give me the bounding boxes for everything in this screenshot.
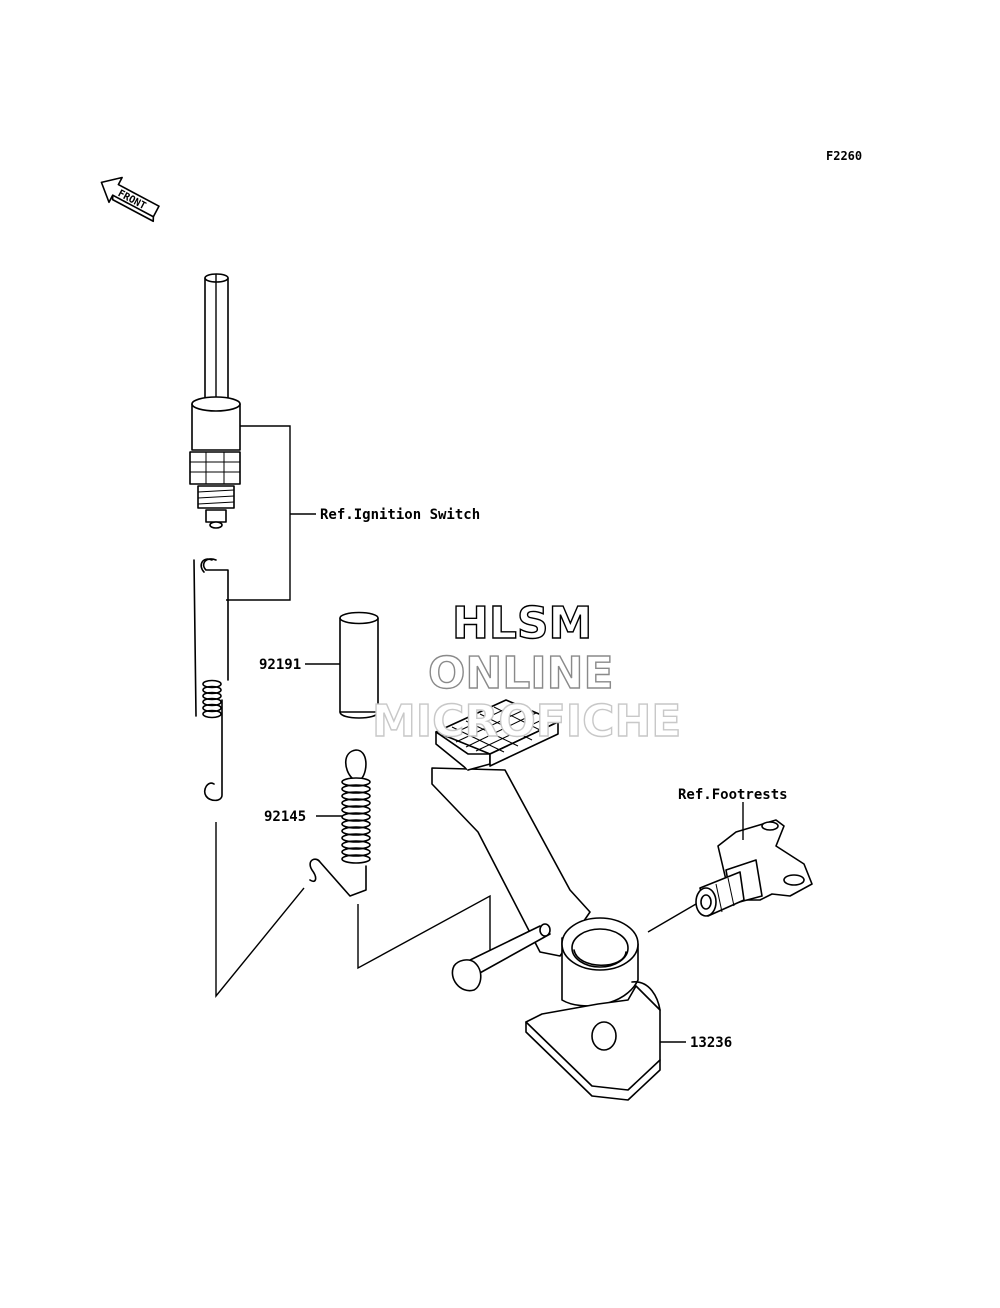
footrest-bracket <box>695 819 813 917</box>
watermark-line1: HLSM <box>452 598 592 649</box>
figure-code: F2260 <box>826 149 862 163</box>
pivot-pin <box>451 923 551 992</box>
return-spring-small <box>193 558 229 802</box>
label-brake-pedal: 13236 <box>690 1035 732 1051</box>
ignition-switch <box>189 273 241 529</box>
watermark-line3: MICROFICHE <box>372 696 681 747</box>
front-arrow-icon: FRONT <box>100 176 160 223</box>
label-footrests: Ref.Footrests <box>678 787 788 803</box>
collar <box>339 611 379 719</box>
brake-pedal <box>431 699 661 1101</box>
watermark-line2: ONLINE <box>428 648 614 699</box>
label-collar: 92191 <box>259 657 301 673</box>
watermark: HLSM ONLINE MICROFICHE <box>371 597 682 747</box>
label-spring: 92145 <box>264 809 306 825</box>
label-ignition-switch: Ref.Ignition Switch <box>320 507 480 523</box>
spring <box>309 749 371 897</box>
